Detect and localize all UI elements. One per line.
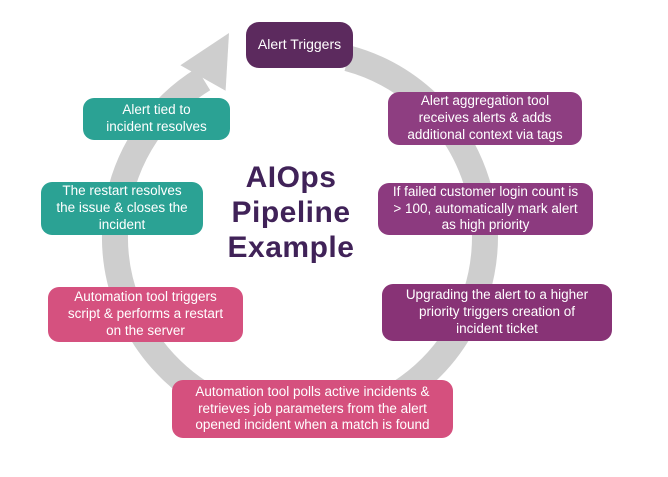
node-restart-resolves: The restart resolves the issue & closes …	[41, 182, 203, 235]
arrow-head-icon	[180, 33, 229, 91]
node-alert-triggers: Alert Triggers	[246, 22, 353, 68]
node-incident-ticket: Upgrading the alert to a higher priority…	[382, 284, 612, 341]
diagram-title: AIOps Pipeline Example	[227, 161, 355, 264]
node-automation-restart: Automation tool triggers script & perfor…	[48, 287, 243, 342]
node-automation-polls: Automation tool polls active incidents &…	[172, 380, 453, 438]
node-alert-aggregation: Alert aggregation tool receives alerts &…	[388, 92, 582, 145]
node-high-priority-rule: If failed customer login count is > 100,…	[378, 183, 593, 235]
node-alert-tied-resolves: Alert tied to incident resolves	[83, 98, 230, 140]
